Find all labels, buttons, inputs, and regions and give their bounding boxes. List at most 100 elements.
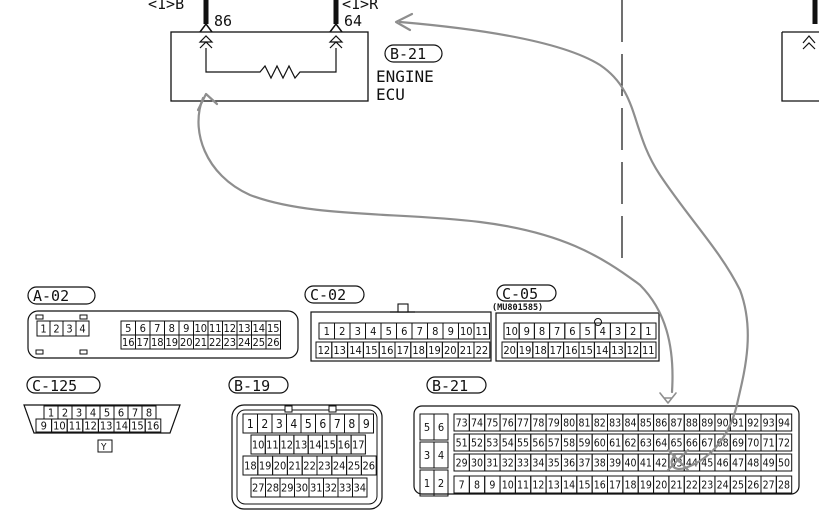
c02-pin: 10 xyxy=(460,325,473,338)
b21-cell xyxy=(775,413,793,432)
c125-pin: 13 xyxy=(100,419,113,432)
b21-pin: 31 xyxy=(486,457,498,469)
connector-a02-body xyxy=(27,310,299,359)
wire-right-label: <1>R xyxy=(342,0,379,13)
adjacent-terminal-icon xyxy=(802,35,816,50)
connector-c125-key: Y xyxy=(100,442,107,453)
a02-pin: 13 xyxy=(238,322,251,335)
b19-pin: 8 xyxy=(348,417,355,431)
b21-pin: 75 xyxy=(486,417,498,429)
b19-pin: 26 xyxy=(363,459,376,472)
b21-pin: 21 xyxy=(671,479,683,491)
c02-pin: 11 xyxy=(475,325,488,338)
c02-pin: 5 xyxy=(386,325,392,338)
c02-pin: 19 xyxy=(428,344,441,357)
b19-pin: 13 xyxy=(295,438,308,451)
a02-pin: 6 xyxy=(140,322,146,335)
b21-pin: 79 xyxy=(548,417,560,429)
c02-pin: 16 xyxy=(381,344,394,357)
b21-pin: 12 xyxy=(532,479,544,491)
a02-pin: 17 xyxy=(136,336,149,349)
b21-pin: 41 xyxy=(640,457,652,469)
annotation-path-right xyxy=(398,20,749,470)
b21-pin: 93 xyxy=(763,417,775,429)
b21-cell xyxy=(775,433,793,452)
b21-side-pin: 4 xyxy=(438,449,444,462)
a02-pin: 20 xyxy=(180,336,193,349)
b21-pin: 15 xyxy=(578,479,590,491)
a02-pin: 24 xyxy=(238,336,251,349)
b21-pin: 60 xyxy=(594,437,606,449)
c125-pin: 11 xyxy=(69,419,82,432)
c05-pin: 1 xyxy=(645,325,651,338)
c125-pin: 7 xyxy=(132,406,138,419)
b19-pin: 3 xyxy=(276,417,283,431)
c05-pin: 8 xyxy=(539,325,545,338)
connector-a02-label: A-02 xyxy=(33,287,69,305)
b21-side-cell xyxy=(433,441,449,469)
b19-pin: 28 xyxy=(266,481,279,494)
b19-pin: 19 xyxy=(259,459,272,472)
b21-pin: 30 xyxy=(471,457,483,469)
b19-cell xyxy=(358,413,374,434)
b19-pin: 17 xyxy=(352,438,365,451)
b21-pin: 53 xyxy=(486,437,498,449)
ecu-name-line1: ENGINE xyxy=(376,67,434,86)
c125-pin: 14 xyxy=(116,419,129,432)
c05-pin: 13 xyxy=(611,344,624,357)
b21-pin: 88 xyxy=(686,417,698,429)
b19-pin: 23 xyxy=(318,459,331,472)
a02-pin: 18 xyxy=(151,336,164,349)
b21-pin: 35 xyxy=(548,457,560,469)
connector-c125-label: C-125 xyxy=(32,377,77,395)
a02-pin: 3 xyxy=(66,322,72,335)
b21-pin: 82 xyxy=(594,417,606,429)
c125-pin: 1 xyxy=(48,406,54,419)
b21-pin: 77 xyxy=(517,417,529,429)
c02-pin: 13 xyxy=(333,344,346,357)
b21-pin: 84 xyxy=(625,417,637,429)
b21-pin: 20 xyxy=(655,479,667,491)
b21-side-pin: 2 xyxy=(438,477,444,490)
b21-pin: 38 xyxy=(594,457,606,469)
b21-pin: 58 xyxy=(563,437,575,449)
c02-pin: 18 xyxy=(412,344,425,357)
c05-pin: 18 xyxy=(534,344,547,357)
wire-left-label: <1>B xyxy=(148,0,184,13)
b21-pin: 29 xyxy=(456,457,468,469)
b21-pin: 36 xyxy=(563,457,575,469)
terminal-left-icon xyxy=(199,22,213,33)
c125-cell xyxy=(144,418,162,433)
a02-pin: 15 xyxy=(267,322,280,335)
b19-pin: 22 xyxy=(303,459,316,472)
c05-pin: 16 xyxy=(565,344,578,357)
b21-pin: 86 xyxy=(655,417,667,429)
a02-pin: 2 xyxy=(53,322,59,335)
b21-pin: 19 xyxy=(640,479,652,491)
b21-pin: 14 xyxy=(563,479,575,491)
b21-pin: 61 xyxy=(609,437,621,449)
b21-pin: 25 xyxy=(732,479,744,491)
b21-pin: 76 xyxy=(502,417,514,429)
c02-pin: 4 xyxy=(370,325,376,338)
c02-pin: 9 xyxy=(448,325,454,338)
b21-cell xyxy=(775,475,793,494)
b21-pin: 49 xyxy=(763,457,775,469)
b19-pin: 14 xyxy=(309,438,322,451)
b21-pin: 7 xyxy=(459,479,465,491)
b19-pin: 10 xyxy=(252,438,265,451)
b19-cell xyxy=(350,434,366,455)
c02-pin: 17 xyxy=(397,344,410,357)
b21-pin: 37 xyxy=(578,457,590,469)
b21-pin: 55 xyxy=(517,437,529,449)
c125-pin: 2 xyxy=(62,406,68,419)
c125-pin: 16 xyxy=(147,419,160,432)
connector-b21-label: B-21 xyxy=(432,377,468,395)
b21-pin: 8 xyxy=(474,479,480,491)
arrow-right-head-icon xyxy=(394,12,414,32)
b21-pin: 71 xyxy=(763,437,775,449)
connector-c05-label: C-05 xyxy=(502,285,538,303)
b21-pin: 45 xyxy=(701,457,713,469)
